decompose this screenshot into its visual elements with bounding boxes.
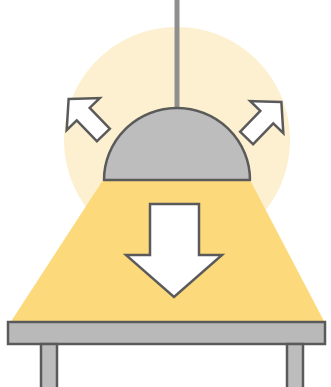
table-leg-right (287, 344, 303, 387)
table-leg-left (41, 344, 57, 387)
table (8, 322, 325, 387)
table-top (8, 322, 325, 344)
